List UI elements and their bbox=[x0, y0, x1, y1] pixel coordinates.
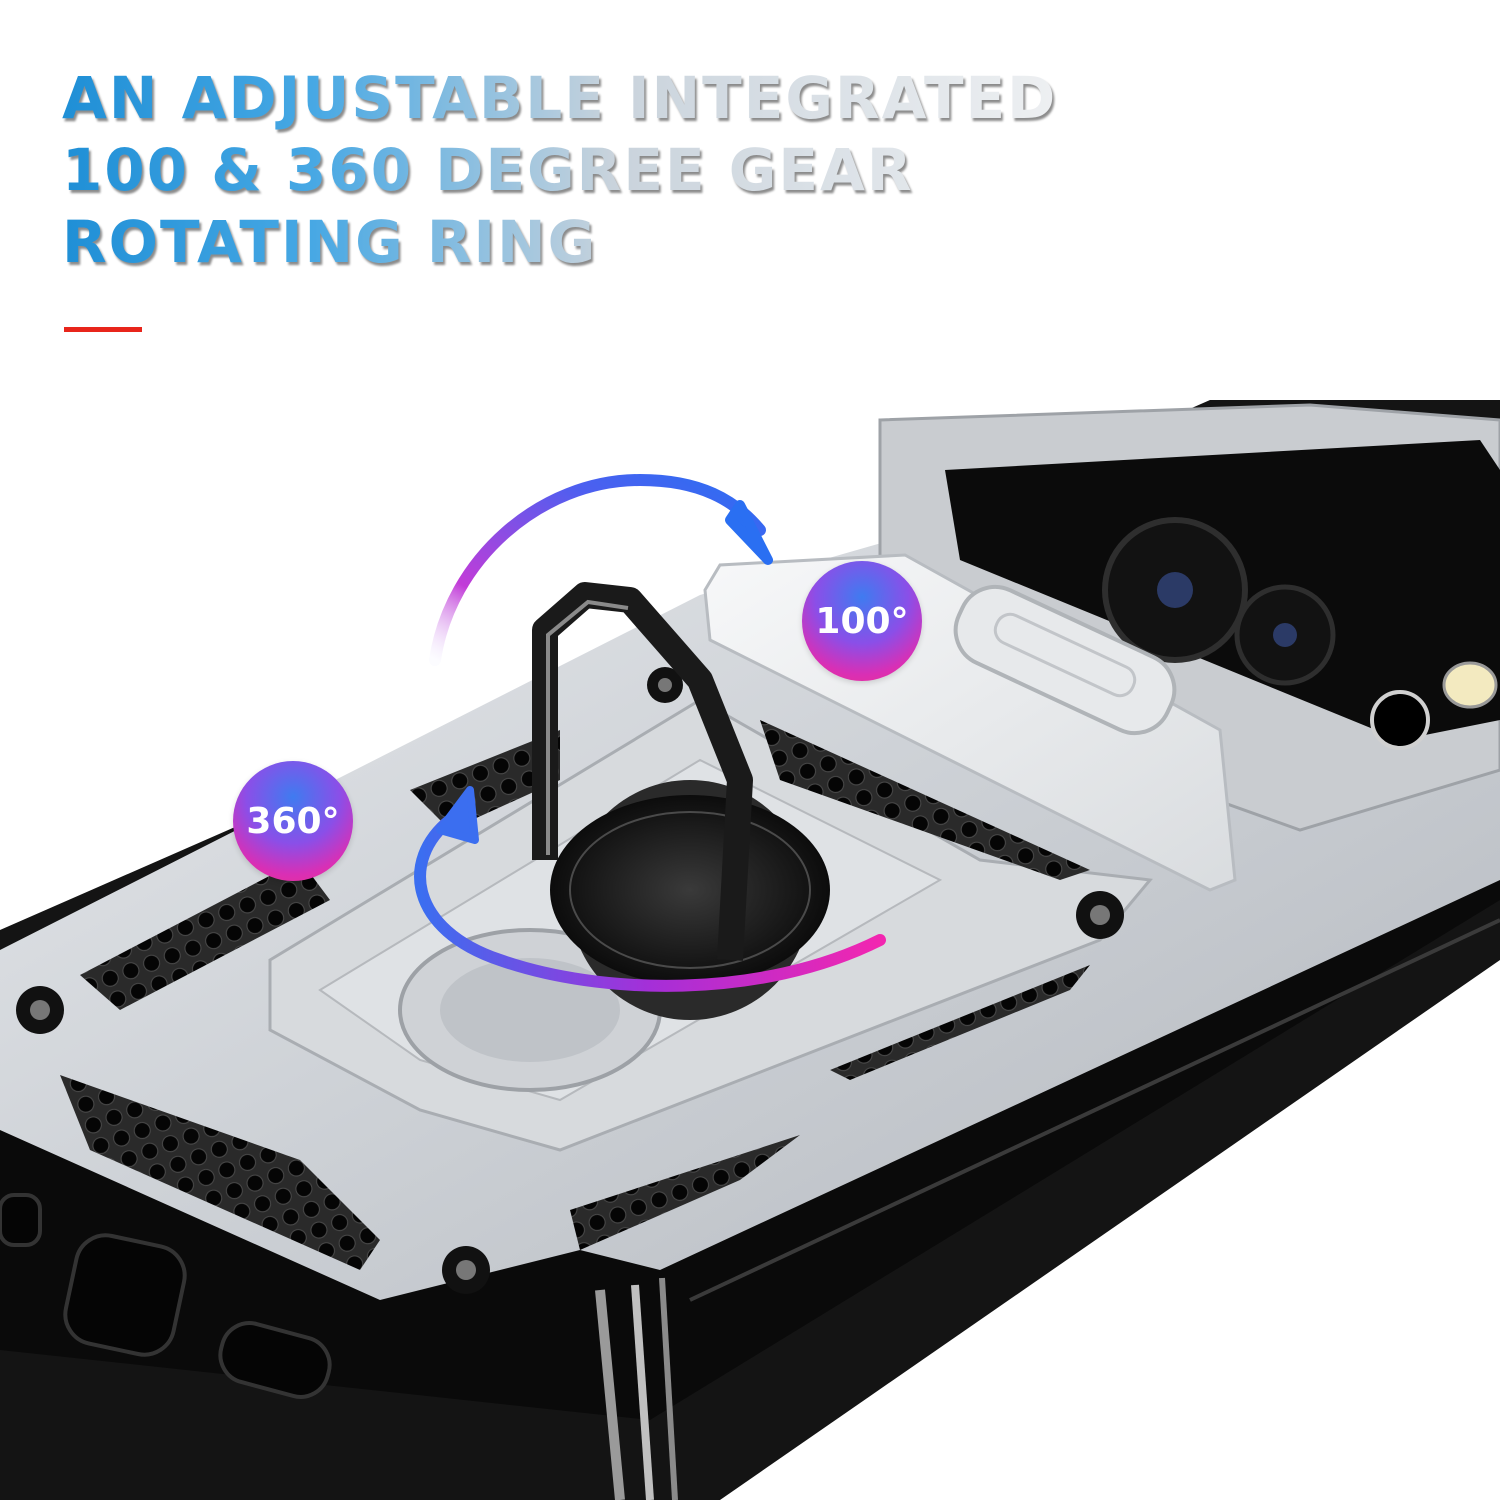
accent-bar bbox=[64, 327, 142, 332]
rotation-arrow-icon bbox=[429, 473, 766, 666]
spin-angle-badge: 360° bbox=[233, 761, 353, 881]
headline-line-1: AN ADJUSTABLE INTEGRATED bbox=[62, 62, 1062, 134]
headline: AN ADJUSTABLE INTEGRATED 100 & 360 DEGRE… bbox=[62, 62, 1062, 278]
grip-pad bbox=[830, 965, 1090, 1080]
grip-pad bbox=[410, 730, 560, 830]
grip-pad bbox=[60, 1075, 380, 1270]
headline-line-3: ROTATING RING bbox=[62, 206, 1062, 278]
screw bbox=[16, 986, 64, 1034]
headline-line-2: 100 & 360 DEGREE GEAR bbox=[62, 134, 1062, 206]
grip-pad bbox=[570, 1135, 800, 1250]
screw bbox=[647, 667, 683, 703]
spin-arrow-icon bbox=[414, 814, 886, 992]
kickstand-ring bbox=[532, 582, 753, 961]
flip-angle-badge: 100° bbox=[802, 561, 922, 681]
grip-pad bbox=[80, 860, 330, 1010]
camera-flash bbox=[1442, 661, 1498, 709]
camera-lens bbox=[1370, 690, 1430, 750]
screw bbox=[442, 1246, 490, 1294]
grip-pad bbox=[760, 720, 1090, 880]
screw bbox=[1076, 891, 1124, 939]
